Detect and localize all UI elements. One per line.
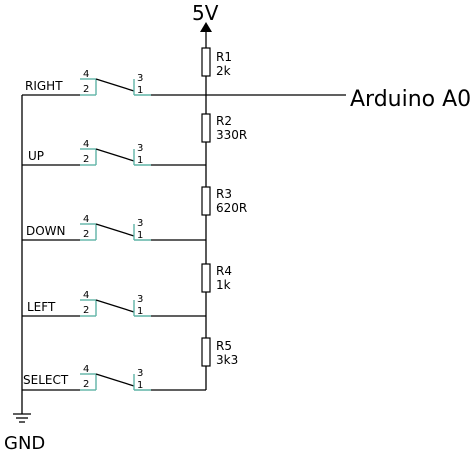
- resistor-r5: R5 3k3: [201, 337, 238, 367]
- resistor-r2-name: R2: [216, 114, 232, 128]
- button-down-pin2: 2: [83, 229, 89, 240]
- button-down-label: DOWN: [26, 224, 66, 238]
- resistor-r4: R4 1k: [201, 263, 232, 293]
- button-select-pin1: 1: [137, 380, 143, 391]
- button-down: DOWN 4 2 3 1: [22, 214, 206, 241]
- resistor-r3: R3 620R: [201, 186, 247, 216]
- button-select-pin4: 4: [83, 364, 89, 375]
- button-up: UP 4 2 3 1: [22, 139, 206, 166]
- button-left-pin4: 4: [83, 290, 89, 301]
- resistor-r1-name: R1: [216, 50, 232, 64]
- output-label: Arduino A0: [350, 87, 471, 112]
- resistor-r3-name: R3: [216, 187, 232, 201]
- button-select-label: SELECT: [23, 373, 69, 387]
- button-up-pin1: 1: [137, 155, 143, 166]
- button-left-pin1: 1: [137, 306, 143, 317]
- button-left: LEFT 4 2 3 1: [22, 290, 206, 317]
- button-select-pin2: 2: [83, 379, 89, 390]
- button-up-pin2: 2: [83, 154, 89, 165]
- resistor-r3-value: 620R: [216, 201, 247, 215]
- resistor-r4-name: R4: [216, 264, 232, 278]
- supply-label: 5V: [192, 1, 219, 25]
- button-up-label: UP: [28, 149, 44, 163]
- button-down-pin1: 1: [137, 230, 143, 241]
- ground-label: GND: [4, 433, 45, 454]
- resistor-r5-value: 3k3: [216, 353, 238, 367]
- button-right-pin1: 1: [137, 85, 143, 96]
- ground-icon: [13, 413, 31, 423]
- resistor-r2: R2 330R: [201, 113, 247, 143]
- button-right-pin2: 2: [83, 84, 89, 95]
- button-down-pin3: 3: [137, 218, 143, 229]
- resistor-r2-value: 330R: [216, 128, 247, 142]
- resistor-r1-value: 2k: [216, 64, 231, 78]
- button-up-pin3: 3: [137, 143, 143, 154]
- button-right-label: RIGHT: [25, 79, 63, 93]
- button-select-pin3: 3: [137, 368, 143, 379]
- resistor-r5-name: R5: [216, 339, 232, 353]
- resistor-r4-value: 1k: [216, 278, 231, 292]
- button-right-pin3: 3: [137, 73, 143, 84]
- resistor-r1: R1 2k: [201, 47, 232, 78]
- button-left-pin3: 3: [137, 294, 143, 305]
- button-left-pin2: 2: [83, 305, 89, 316]
- button-right: RIGHT 4 2 3 1: [22, 69, 206, 96]
- button-up-pin4: 4: [83, 139, 89, 150]
- button-down-pin4: 4: [83, 214, 89, 225]
- supply-arrow-icon: [200, 22, 212, 32]
- button-left-label: LEFT: [27, 300, 56, 314]
- button-select: SELECT 4 2 3 1: [22, 364, 206, 391]
- button-right-pin4: 4: [83, 69, 89, 80]
